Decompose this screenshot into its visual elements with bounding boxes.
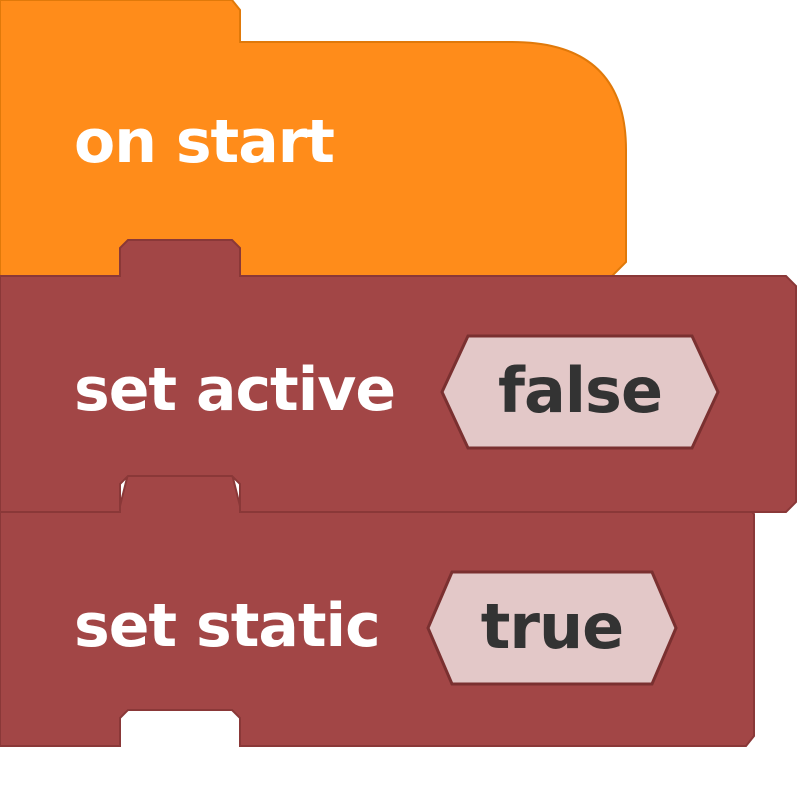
active-value-slot[interactable] <box>440 334 720 450</box>
static-value-text[interactable]: true <box>480 590 624 663</box>
static-value-slot[interactable] <box>426 570 678 686</box>
on-start-label: on start <box>74 107 335 177</box>
active-value-text[interactable]: false <box>497 354 663 427</box>
set-active-label: set active <box>74 355 396 425</box>
set-static-label: set static <box>74 591 381 661</box>
